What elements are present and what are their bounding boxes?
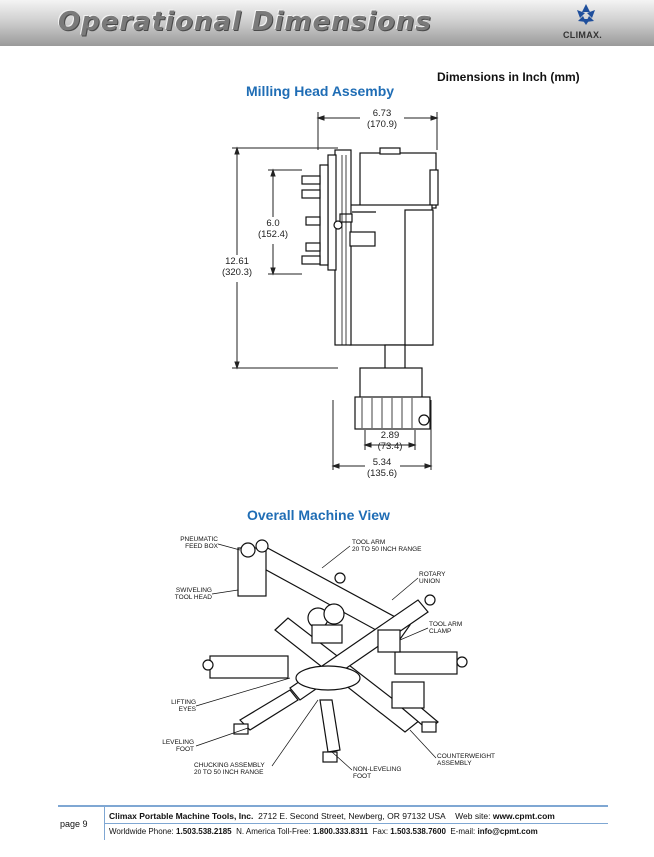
callout-counter: COUNTERWEIGHT ASSEMBLY (437, 753, 495, 767)
callout-pneumatic-l2: FEED BOX (185, 543, 218, 550)
milling-head-title: Milling Head Assemby (246, 83, 395, 99)
callout-rotary: ROTARY UNION (419, 571, 446, 585)
logo-text: CLIMAX. (563, 30, 603, 40)
header-title: Operational Dimensions (58, 7, 432, 37)
climax-logo (577, 4, 595, 25)
callout-lifting: LIFTING EYES (156, 699, 196, 713)
dim-small-mm: (73.4) (377, 441, 403, 452)
page-number: page 9 (60, 819, 88, 829)
overall-machine-drawing (195, 539, 468, 771)
dim-mid: 6.0 (152.4) (251, 218, 295, 240)
callout-lifting-l2: EYES (178, 706, 196, 713)
callout-tool-arm: TOOL ARM 20 TO 50 INCH RANGE (352, 539, 421, 553)
dim-mid-mm: (152.4) (257, 229, 289, 240)
callout-chucking-l2: 20 TO 50 INCH RANGE (194, 769, 264, 776)
page-header: Operational Dimensions CLIMAX. (0, 0, 654, 46)
company-address: 2712 E. Second Street, Newberg, OR 97132… (258, 811, 446, 821)
ww-phone: 1.503.538.2185 (176, 827, 232, 836)
dim-height-mm: (320.3) (221, 267, 253, 278)
dim-width-in: 6.73 (372, 108, 392, 119)
callout-counter-l1: COUNTERWEIGHT (437, 753, 496, 760)
dim-mid-in: 6.0 (266, 218, 280, 229)
callout-swivel-l1: SWIVELING (175, 587, 212, 594)
callout-pneumatic: PNEUMATIC FEED BOX (170, 536, 218, 550)
units-label: Dimensions in Inch (mm) (437, 70, 580, 84)
callout-chucking-l1: CHUCKING ASSEMBLY (194, 762, 265, 769)
callout-clamp: TOOL ARM CLAMP (429, 621, 462, 635)
dim-height: 12.61 (320.3) (214, 256, 260, 278)
dim-small: 2.89 (73.4) (368, 430, 412, 452)
callout-lifting-l1: LIFTING (171, 699, 196, 706)
footer-separator (104, 806, 105, 840)
callout-counter-l2: ASSEMBLY (437, 760, 472, 767)
ww-phone-label: Worldwide Phone: (109, 827, 174, 836)
callout-rotary-l2: UNION (419, 578, 440, 585)
web-link[interactable]: www.cpmt.com (492, 811, 555, 821)
callout-swivel: SWIVELING TOOL HEAD (164, 587, 212, 601)
callout-nonlevel: NON-LEVELING FOOT (353, 766, 401, 780)
overall-view-title: Overall Machine View (247, 507, 390, 523)
footer-rule-top (58, 805, 608, 807)
dim-width-mm: (170.9) (366, 119, 398, 130)
callout-nonlevel-l1: NON-LEVELING (353, 766, 402, 773)
callout-rotary-l1: ROTARY (419, 571, 446, 578)
email-label: E-mail: (450, 827, 476, 836)
callout-clamp-l2: CLAMP (429, 628, 452, 635)
fax-number: 1.503.538.7600 (390, 827, 446, 836)
dim-height-in: 12.61 (225, 256, 249, 267)
dim-bottom-in: 5.34 (372, 457, 392, 468)
na-phone-label: N. America Toll-Free: (236, 827, 311, 836)
dim-bottom-mm: (135.6) (366, 468, 398, 479)
callout-swivel-l2: TOOL HEAD (174, 594, 212, 601)
footer-rule-mid (105, 823, 608, 824)
callout-pneumatic-l1: PNEUMATIC (180, 536, 218, 543)
footer-line-1: Climax Portable Machine Tools, Inc. 2712… (109, 811, 555, 821)
callout-tool-arm-l1: TOOL ARM (352, 539, 386, 546)
company-name: Climax Portable Machine Tools, Inc. (109, 811, 254, 821)
footer-line-2: Worldwide Phone: 1.503.538.2185 N. Ameri… (109, 827, 538, 836)
dim-width: 6.73 (170.9) (352, 108, 412, 130)
milling-head-drawing (232, 112, 439, 470)
callout-leveling-l1: LEVELING (162, 739, 194, 746)
callout-leveling-l2: FOOT (175, 746, 194, 753)
callout-clamp-l1: TOOL ARM (429, 621, 463, 628)
callout-leveling: LEVELING FOOT (152, 739, 194, 753)
callout-tool-arm-l2: 20 TO 50 INCH RANGE (352, 546, 422, 553)
callout-nonlevel-l2: FOOT (353, 773, 372, 780)
callout-chucking: CHUCKING ASSEMBLY 20 TO 50 INCH RANGE (194, 762, 265, 776)
web-label: Web site: (455, 811, 491, 821)
dim-small-in: 2.89 (380, 430, 400, 441)
dim-bottom: 5.34 (135.6) (358, 457, 406, 479)
na-phone: 1.800.333.8311 (312, 827, 369, 836)
fax-label: Fax: (372, 827, 389, 836)
email-link[interactable]: info@cpmt.com (477, 827, 538, 836)
